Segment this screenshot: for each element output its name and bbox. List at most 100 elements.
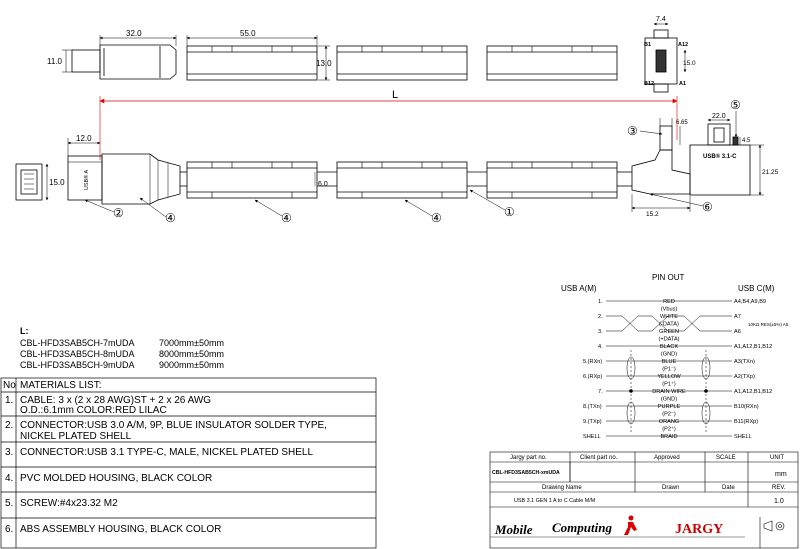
pin-label-b12: B12	[644, 81, 654, 87]
length-list: L: CBL-HFD3SAB5CH-7mUDA 7000mm±50mm CBL-…	[20, 326, 224, 370]
logo-jargy: JARGY	[675, 522, 723, 537]
pinout-right-10: A2(TXp)	[734, 374, 755, 380]
length-value-7m: 7000mm±50mm	[159, 338, 224, 348]
pinout-mid-8: BLUE	[662, 359, 677, 365]
pinout-mid-14: PURPLE	[658, 404, 681, 410]
pinout-mid-4: GREEN	[659, 329, 679, 335]
pinout-left-18: SHELL	[583, 434, 601, 440]
usb-a-logo-text: USB® A	[83, 170, 90, 191]
side-view	[15, 123, 751, 205]
pinout-left-4: 3.	[598, 329, 603, 335]
pinout-mid-15: (P2⁻)	[662, 412, 676, 418]
material-2-line1: CONNECTOR:USB 3.0 A/M, 9P, BLUE INSULATO…	[20, 420, 327, 431]
dim-c-offset: 6.65	[676, 120, 688, 126]
material-no-5: 5.	[5, 498, 13, 509]
tb-h-approved: Approved	[654, 455, 680, 461]
logo-mobile: Mobile	[494, 522, 533, 537]
dim-c-plug-width: 7.4	[656, 16, 666, 23]
length-part-7m: CBL-HFD3SAB5CH-7mUDA	[20, 338, 135, 348]
materials-header-title: MATERIALS LIST:	[20, 380, 102, 391]
material-1-line1: CABLE: 3 x (2 x 28 AWG)ST + 2 x 26 AWG	[20, 395, 211, 406]
pinout-right-0: A4,B4,A9,B9	[734, 299, 766, 305]
dim-plug-a-height: 11.0	[47, 57, 63, 66]
pinout-right-2: A7	[734, 314, 741, 320]
material-1-line2: O.D.:6.1mm COLOR:RED LILAC	[20, 405, 167, 416]
usb-a-plug-top	[71, 49, 101, 73]
pinout-right-14: B10(RXn)	[734, 404, 759, 410]
callout-5: ⑤	[730, 98, 741, 112]
callout-4b: ④	[281, 211, 292, 225]
usb-c-overmold-side	[631, 149, 691, 195]
usb-a-face	[15, 163, 43, 201]
material-no-4: 4.	[5, 473, 13, 484]
top-dimension-labels: 32.0 55.0 11.0 13.0 7.4 15.0 B1 A12 B12 …	[47, 16, 696, 87]
side-dimensions	[45, 118, 764, 212]
pinout-mid-9: (P1⁻)	[662, 367, 676, 373]
material-2-line2: NICKEL PLATED SHELL	[20, 431, 132, 442]
pinout-junctions	[629, 389, 708, 393]
pinout-left-title: USB A(M)	[561, 284, 597, 293]
materials-header-no: No	[3, 380, 16, 391]
pinout-title: PIN OUT	[652, 273, 685, 282]
usb-c-plug-side	[659, 125, 673, 151]
pinout-mid-6: BLACK	[660, 344, 679, 350]
projection-symbol-icon	[763, 520, 785, 532]
pinout-right-6: A1,A12,B1,B12	[734, 344, 772, 350]
dim-c-housing-height: 21.25	[762, 169, 779, 176]
pinout-right-4: A6	[734, 329, 741, 335]
pinout-right-16: B11(RXp)	[734, 419, 758, 425]
pinout-mid-18: BRAID	[660, 434, 677, 440]
pinout-left-0: 1.	[598, 299, 603, 305]
tb-rev: 1.0	[774, 498, 784, 505]
usb-c-housing	[689, 144, 751, 196]
length-part-8m: CBL-HFD3SAB5CH-8mUDA	[20, 349, 135, 359]
tb-h-date: Date	[722, 485, 735, 491]
pinout-mid-1: (Vbus)	[661, 307, 678, 313]
pinout-mid-7: (GND)	[661, 352, 677, 358]
tb-h-rev: REV.	[772, 485, 786, 491]
pinout-mid-2: WHITE	[660, 314, 678, 320]
pin-label-b1: B1	[644, 42, 651, 48]
pin-label-a12: A12	[678, 42, 688, 48]
dim-a-face-height: 15.0	[49, 178, 65, 187]
title-block: Jargy part no. Client part no. Approved …	[489, 451, 799, 549]
overmold-segments-top	[186, 45, 618, 81]
pinout-left-12: 7.	[598, 389, 603, 395]
pinout-left-2: 2.	[598, 314, 603, 320]
pinout-right-8: A3(TXn)	[734, 359, 755, 365]
callout-6: ⑥	[702, 200, 713, 214]
dim-overmold-height: 13.0	[316, 59, 332, 68]
dim-plug-a-length: 32.0	[126, 29, 142, 38]
callout-2: ②	[113, 206, 124, 220]
callout-4c: ④	[431, 211, 442, 225]
material-no-6: 6.	[5, 524, 13, 535]
dim-a-tip-length: 12.0	[76, 134, 92, 143]
material-no-3: 3.	[5, 447, 13, 458]
pinout-left-6: 4.	[598, 344, 603, 350]
callout-1: ①	[504, 205, 515, 219]
tb-part-no: CBL-HFD3SAB5CH-xmUDA	[492, 470, 560, 476]
pinout-mid-13: (GND)	[661, 397, 677, 403]
dim-c-gap: 4.5	[742, 138, 751, 144]
tb-h-drawn: Drawn	[662, 485, 679, 491]
tb-h-drawing: Drawing Name	[542, 485, 582, 491]
tb-h-unit: UNIT	[770, 455, 784, 461]
company-logo: Mobile Computing JARGY	[490, 515, 785, 538]
pinout-mid-3: (-DATA)	[659, 322, 679, 328]
pin-label-a1: A1	[679, 81, 686, 87]
pinout-right-18: SHELL	[734, 434, 752, 440]
material-5-line1: SCREW:#4x23.32 M2	[20, 498, 118, 509]
pinout-mid-5: (+DATA)	[658, 337, 679, 343]
material-no-1: 1.	[5, 395, 13, 406]
materials-table: No MATERIALS LIST: 1. CABLE: 3 x (2 x 28…	[0, 377, 377, 549]
material-no-2: 2.	[5, 420, 13, 431]
material-3-line1: CONNECTOR:USB 3.1 TYPE-C, MALE, NICKEL P…	[20, 447, 313, 458]
pinout-mid-10: YELLOW	[657, 374, 681, 380]
pinout-mid-16: ORANG	[659, 419, 680, 425]
material-4-line1: PVC MOLDED HOUSING, BLACK COLOR	[20, 473, 212, 484]
tb-h-scale: SCALE	[716, 455, 736, 461]
pinout-wires	[606, 300, 732, 437]
